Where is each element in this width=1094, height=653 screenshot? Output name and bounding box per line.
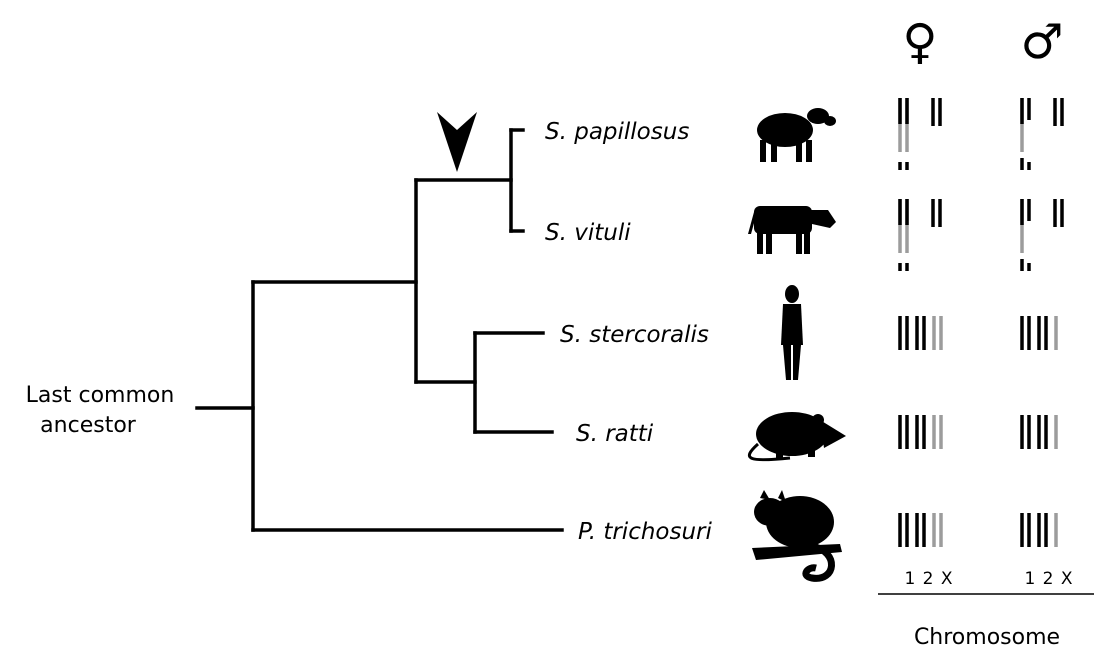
species-label-stercoralis: S. stercoralis [560,322,709,348]
karyotype-grid [900,98,1062,547]
species-label-vituli: S. vituli [545,220,631,246]
root-label-line2: ancestor [40,413,137,438]
species-label-papillosus: S. papillosus [545,119,689,145]
human-icon [781,285,803,380]
svg-text:♂: ♂ [1020,14,1063,70]
axis-title: Chromosome [914,625,1060,650]
species-label-ratti: S. ratti [576,421,654,447]
arrowhead-icon [437,112,477,172]
species-label-trichosuri: P. trichosuri [578,519,712,545]
chromosome-ticks-male: 1 2 X [1024,569,1073,589]
male-symbol-icon: ♂ [1020,14,1063,70]
possum-icon [752,490,842,578]
rat-icon [749,412,846,460]
female-symbol-icon: ♀ [902,14,937,70]
sheep-icon [757,108,836,162]
cow-icon [748,206,836,254]
phylogenetic-tree [197,130,562,530]
root-label-line1: Last common [26,383,175,408]
chromosome-ticks-female: 1 2 X [904,569,953,589]
svg-text:♀: ♀ [902,14,937,70]
